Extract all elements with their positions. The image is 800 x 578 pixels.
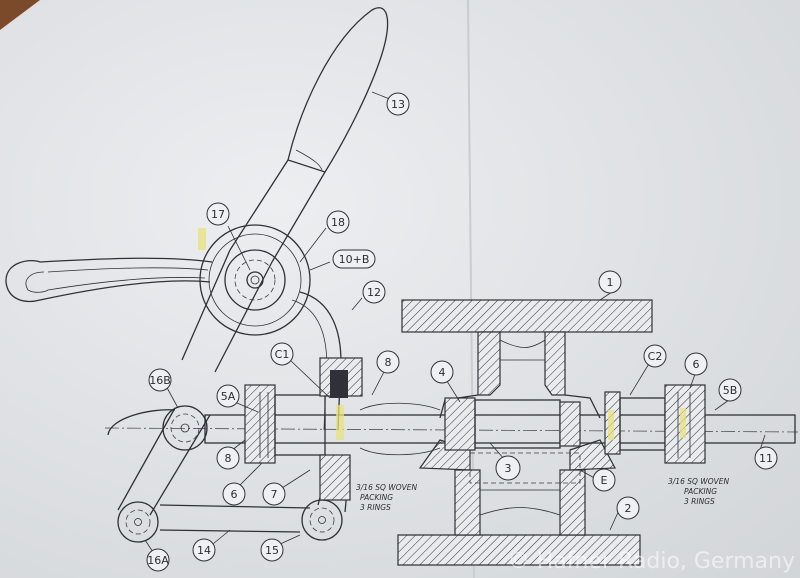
callout-17-label: 17 <box>211 208 225 221</box>
callout-7-label: 7 <box>271 488 278 501</box>
callout-16a: 16A <box>146 548 170 572</box>
packing-note-right-line-1: 3/16 SQ WOVEN <box>668 477 729 486</box>
callout-11: 11 <box>754 446 778 470</box>
callout-2: 2 <box>616 496 640 520</box>
callout-3: 3 <box>495 455 521 481</box>
callout-e: E <box>592 468 616 492</box>
callout-14-label: 14 <box>197 544 211 557</box>
callout-5a: 5A <box>216 384 240 408</box>
callout-5b: 5B <box>718 378 742 402</box>
callout-6-left-label: 6 <box>231 488 238 501</box>
left-gland <box>198 228 363 501</box>
callout-3-label: 3 <box>505 462 512 475</box>
callout-16b: 16B <box>148 368 172 392</box>
callout-1-label: 1 <box>607 276 614 289</box>
callout-4-label: 4 <box>439 366 446 379</box>
pin-16b <box>162 405 208 451</box>
callout-12: 12 <box>362 280 386 304</box>
callout-18-label: 18 <box>331 216 345 229</box>
callout-10b: 10+B <box>332 249 376 269</box>
callout-16b-label: 16B <box>149 374 171 387</box>
callout-4: 4 <box>430 360 454 384</box>
callout-18: 18 <box>326 210 350 234</box>
callout-16a-label: 16A <box>147 554 169 567</box>
packing-note-right-line-2: PACKING <box>684 487 717 496</box>
callout-c2: C2 <box>643 344 667 368</box>
callout-c1-label: C1 <box>275 348 290 361</box>
packing-note-left-line-1: 3/16 SQ WOVEN <box>356 483 417 492</box>
callout-8-top: 8 <box>376 350 400 374</box>
packing-note-left: 3/16 SQ WOVEN PACKING 3 RINGS <box>356 483 417 512</box>
callout-12-label: 12 <box>367 286 381 299</box>
callout-c1: C1 <box>270 342 294 366</box>
callout-13: 13 <box>386 92 410 116</box>
callout-8-top-label: 8 <box>385 356 392 369</box>
callout-10b-label: 10+B <box>339 253 370 266</box>
packing-note-left-line-2: PACKING <box>360 493 393 502</box>
callout-17: 17 <box>206 202 230 226</box>
packing-note-left-line-3: 3 RINGS <box>360 503 391 512</box>
curved-arm <box>5 257 213 303</box>
callout-7: 7 <box>262 482 286 506</box>
callout-5b-label: 5B <box>723 384 738 397</box>
callout-e-label: E <box>601 474 608 487</box>
callout-1: 1 <box>598 270 622 294</box>
copyright-watermark: © Hafner Radio, Germany <box>508 549 795 574</box>
callout-11-label: 11 <box>759 452 773 465</box>
callout-5a-label: 5A <box>221 390 236 403</box>
right-gland <box>604 384 706 464</box>
callout-13-label: 13 <box>391 98 405 111</box>
valve-body <box>397 299 653 566</box>
callout-8-left-label: 8 <box>225 452 232 465</box>
callout-6-right-label: 6 <box>693 358 700 371</box>
callout-15: 15 <box>260 538 284 562</box>
callout-6-left: 6 <box>222 482 246 506</box>
pin-16a <box>117 501 159 543</box>
callout-c2-label: C2 <box>648 350 663 363</box>
callout-8-left: 8 <box>216 446 240 470</box>
packing-note-right: 3/16 SQ WOVEN PACKING 3 RINGS <box>668 477 729 506</box>
callout-6-right: 6 <box>684 352 708 376</box>
packing-note-right-line-3: 3 RINGS <box>684 497 715 506</box>
callout-14: 14 <box>192 538 216 562</box>
table-edge <box>0 0 40 30</box>
callout-2-label: 2 <box>625 502 632 515</box>
valve-stem <box>204 397 796 484</box>
pivot-disc <box>199 224 311 336</box>
callout-15-label: 15 <box>265 544 279 557</box>
